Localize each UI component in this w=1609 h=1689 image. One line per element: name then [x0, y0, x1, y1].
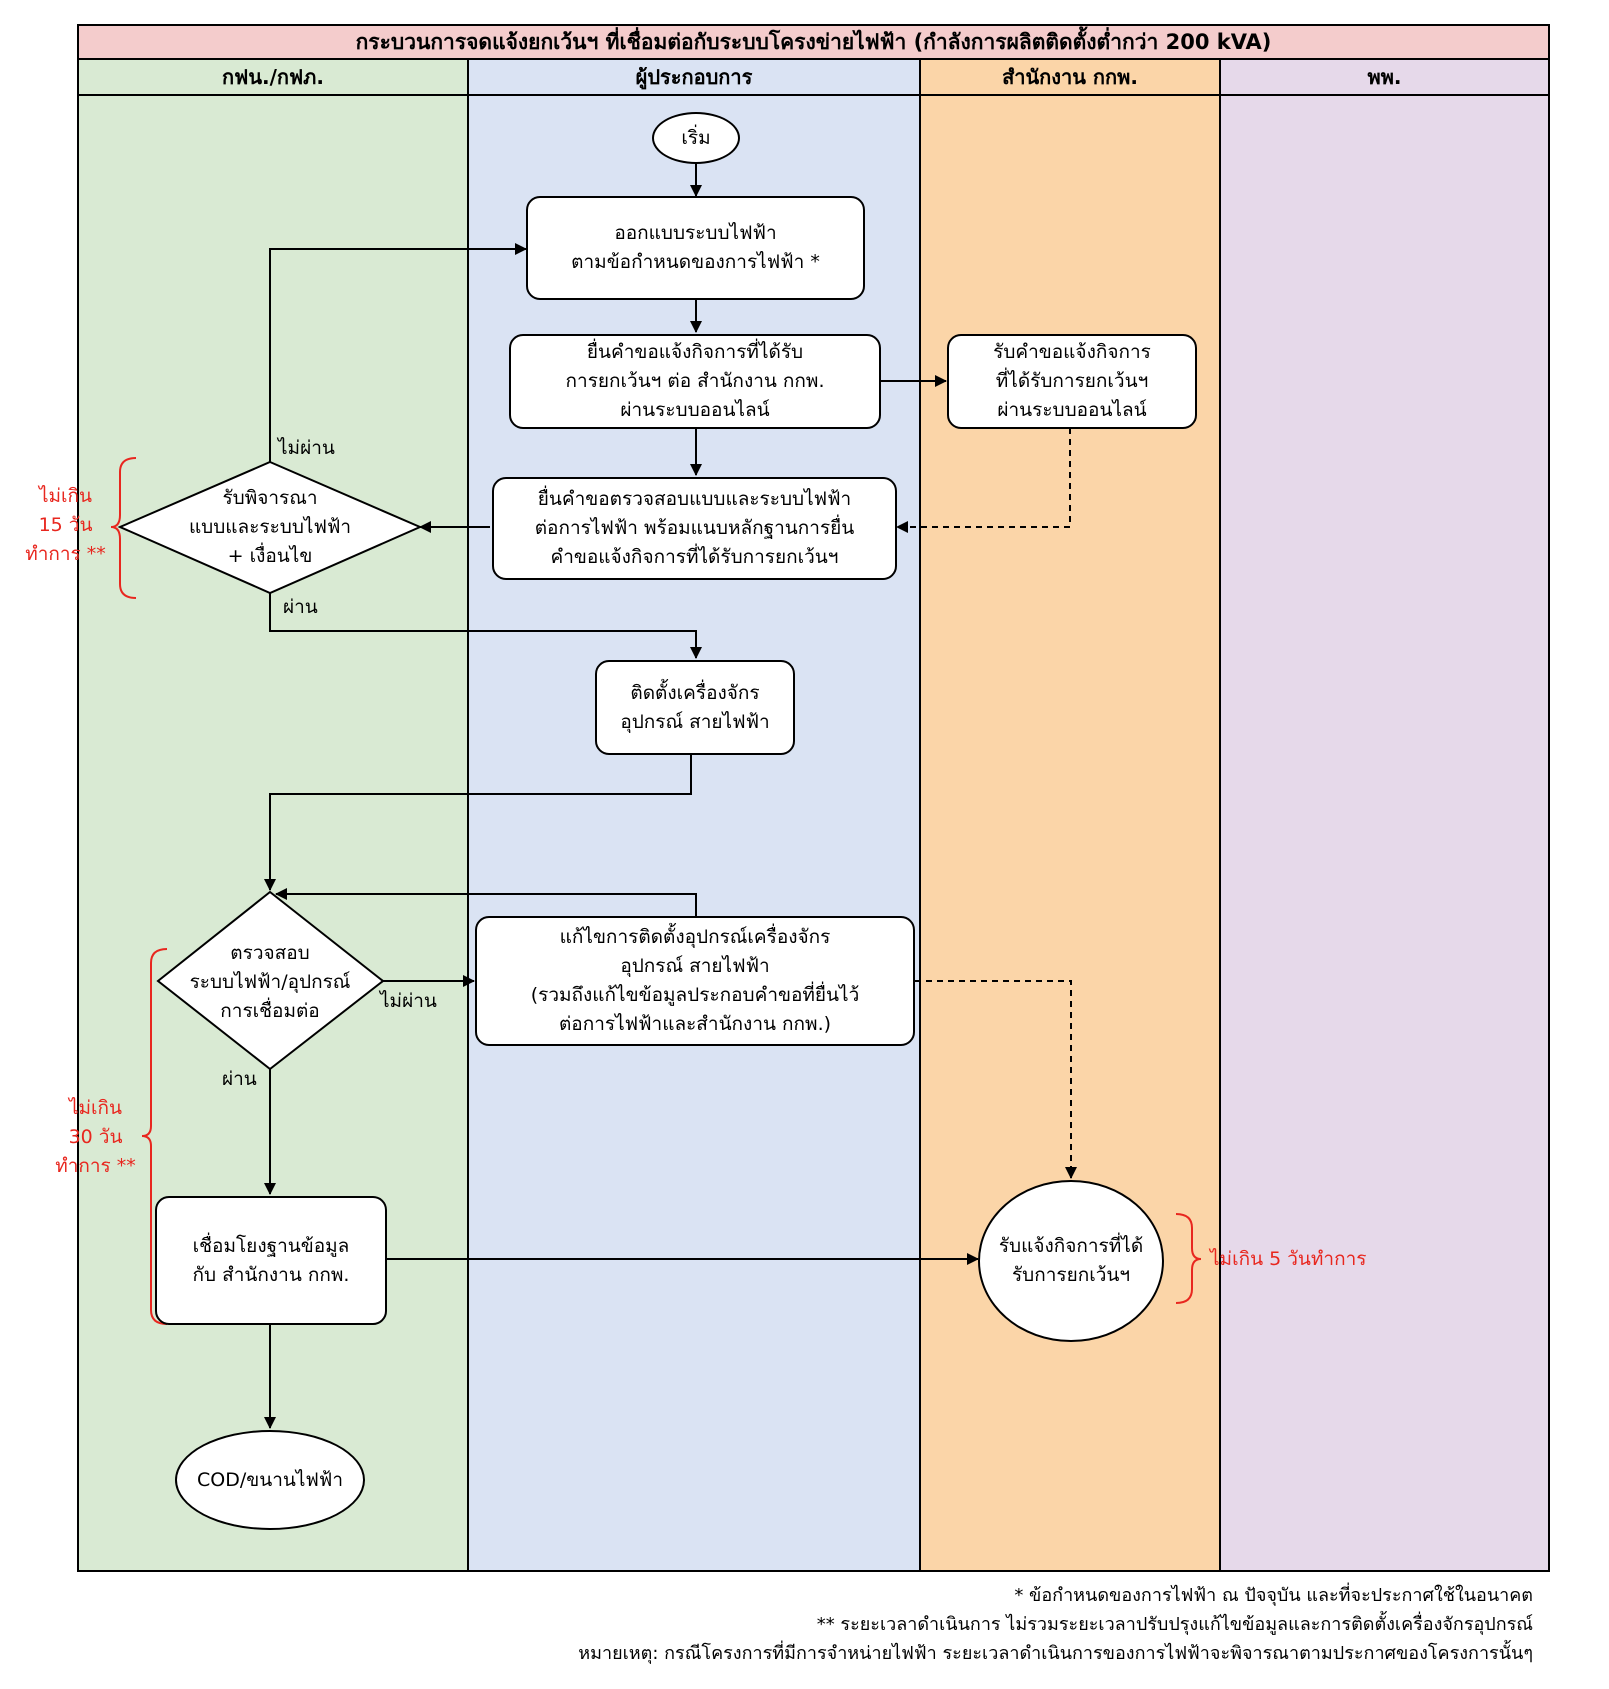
edge-consider-pass	[269, 593, 702, 659]
consider-design-decision-label: รับพิจารณา แบบและระบบไฟฟ้า + เงื่อนไข	[188, 486, 352, 567]
decision-inspect-diamond	[156, 890, 385, 1071]
edge-consider-fail	[269, 243, 527, 462]
edge-install-inspect	[264, 754, 692, 891]
cod-end-node: COD/ขนานไฟฟ้า	[175, 1430, 365, 1530]
edge-receive-check-dashed	[896, 428, 1071, 533]
design-electrical-system-step: ออกแบบระบบไฟฟ้า ตามข้อกำหนดของการไฟฟ้า *	[526, 196, 865, 300]
receive-online-request-step: รับคำขอแจ้งกิจการ ที่ได้รับการยกเว้นฯ ผ่…	[947, 334, 1197, 429]
link-database-step: เชื่อมโยงฐานข้อมูล กับ สำนักงาน กกพ.	[155, 1196, 387, 1325]
pass-label-consider: ผ่าน	[283, 596, 318, 618]
edge-fix-notice-dashed	[915, 980, 1077, 1179]
pass-label-inspect: ผ่าน	[222, 1068, 257, 1090]
submit-online-request-step: ยื่นคำขอแจ้งกิจการที่ได้รับ การยกเว้นฯ ต…	[509, 334, 881, 429]
brace-5-days	[1175, 1213, 1202, 1304]
receive-notice-end-node: รับแจ้งกิจการที่ได้ รับการยกเว้นฯ	[978, 1180, 1164, 1342]
start-node: เริ่ม	[652, 112, 740, 164]
duration-30-days: ไม่เกิน 30 วัน ทำการ **	[55, 1097, 136, 1177]
duration-5-days: ไม่เกิน 5 วันทำการ	[1210, 1248, 1367, 1270]
footnote-electricity-spec: * ข้อกำหนดของการไฟฟ้า ณ ปัจจุบัน และที่จ…	[1014, 1585, 1533, 1606]
lane-header: พพ.	[1221, 60, 1548, 96]
lane-dede: พพ.	[1219, 60, 1550, 1572]
duration-15-days: ไม่เกิน 15 วัน ทำการ **	[25, 485, 106, 565]
fail-label-inspect: ไม่ผ่าน	[380, 990, 437, 1012]
lane-header: กฟน./กฟภ.	[79, 60, 467, 96]
fail-label-consider: ไม่ผ่าน	[278, 437, 335, 459]
lane-operator: ผู้ประกอบการ	[467, 60, 921, 1572]
fix-installation-step: แก้ไขการติดตั้งอุปกรณ์เครื่องจักร อุปกรณ…	[475, 916, 915, 1046]
lane-header: สำนักงาน กกพ.	[921, 60, 1219, 96]
submit-inspection-request-step: ยื่นคำขอตรวจสอบแบบและระบบไฟฟ้า ต่อการไฟฟ…	[492, 477, 897, 580]
footnote-remark: หมายเหตุ: กรณีโครงการที่มีการจำหน่ายไฟฟ้…	[578, 1643, 1533, 1664]
footnote-duration: ** ระยะเวลาดำเนินการ ไม่รวมระยะเวลาปรับป…	[816, 1614, 1533, 1635]
brace-15-days	[110, 457, 137, 599]
decision-consider-diamond	[117, 460, 423, 595]
lane-header: ผู้ประกอบการ	[469, 60, 919, 96]
edge-fix-inspect	[275, 888, 697, 916]
brace-30-days	[141, 948, 168, 1325]
inspect-system-decision-label: ตรวจสอบ ระบบไฟฟ้า/อุปกรณ์ การเชื่อมต่อ	[189, 942, 351, 1022]
diagram-title: กระบวนการจดแจ้งยกเว้นฯ ที่เชื่อมต่อกับระ…	[77, 24, 1550, 60]
install-equipment-step: ติดตั้งเครื่องจักร อุปกรณ์ สายไฟฟ้า	[595, 660, 795, 755]
